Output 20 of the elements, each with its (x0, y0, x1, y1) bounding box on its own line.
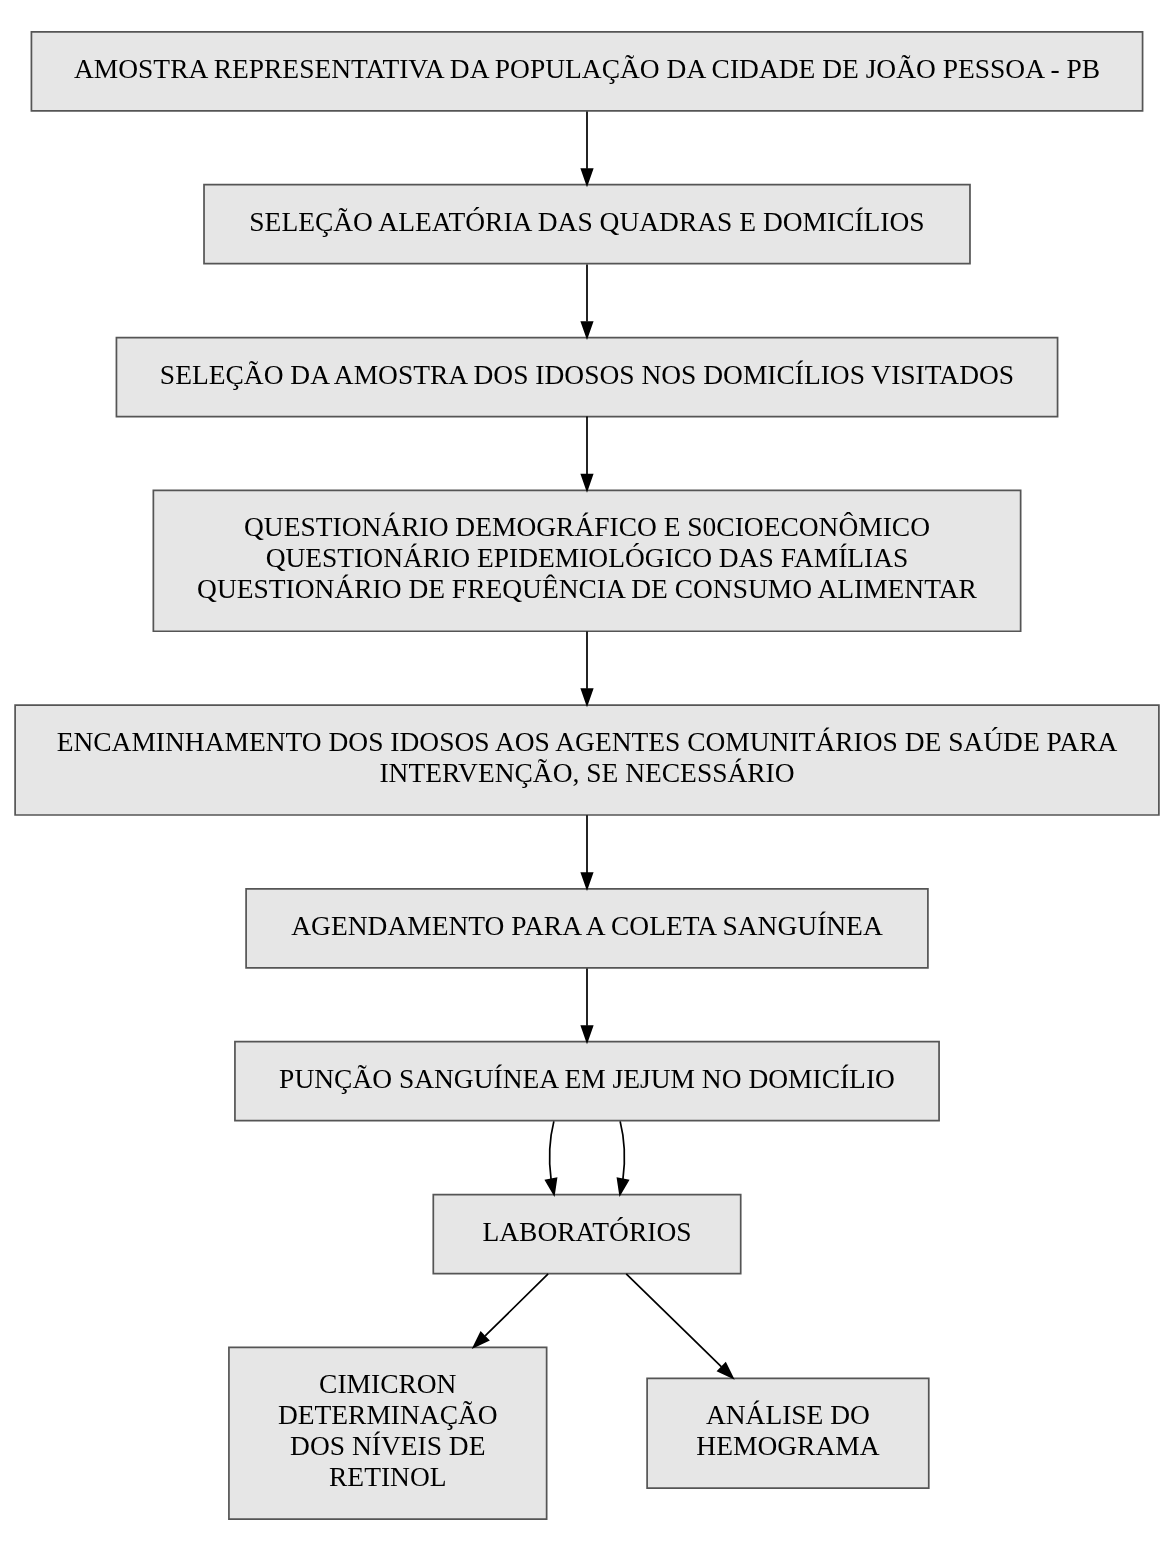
node-box: SELEÇÃO DA AMOSTRA DOS IDOSOS NOS DOMICÍLIOS VISITADOS (115, 336, 1059, 418)
node-box: CIMICRON DETERMINAÇÃO DOS NÍVEIS DE RETINOL (228, 1346, 548, 1520)
arrow (580, 110, 594, 188)
node-box: PUNÇÃO SANGUÍNEA EM JEJUM NO DOMICÍLIO (234, 1040, 940, 1122)
node-box: LABORATÓRIOS (432, 1193, 742, 1275)
arrow (616, 1120, 630, 1198)
node-box: QUESTIONÁRIO DEMOGRÁFICO E S0CIOECONÔMICO QUESTIONÁRIO EPIDEMIOLÓGICO DAS FAMÍLIAS QUESTIONÁRIO DE FREQUÊNCIA DE CONSUMO ALIMENTAR (152, 489, 1022, 633)
node-box: SELEÇÃO ALEATÓRIA DAS QUADRAS E DOMICÍLIOS (203, 183, 971, 265)
arrow (580, 263, 594, 341)
arrow (580, 814, 594, 892)
arrow (580, 630, 594, 708)
node-box: AGENDAMENTO PARA A COLETA SANGUÍNEA (245, 888, 929, 969)
arrow (580, 415, 594, 493)
node-box: ENCAMINHAMENTO DOS IDOSOS AOS AGENTES COMUNITÁRIOS DE SAÚDE PARA INTERVENÇÃO, SE NECESSÁRIO (14, 704, 1160, 816)
arrow (544, 1120, 558, 1198)
arrow (471, 1273, 549, 1350)
node-box: AMOSTRA REPRESENTATIVA DA POPULAÇÃO DA CIDADE DE JOÃO PESSOA - PB (30, 31, 1144, 112)
arrow (580, 967, 594, 1045)
arrow (625, 1273, 735, 1380)
node-box: ANÁLISE DO HEMOGRAMA (646, 1377, 930, 1490)
